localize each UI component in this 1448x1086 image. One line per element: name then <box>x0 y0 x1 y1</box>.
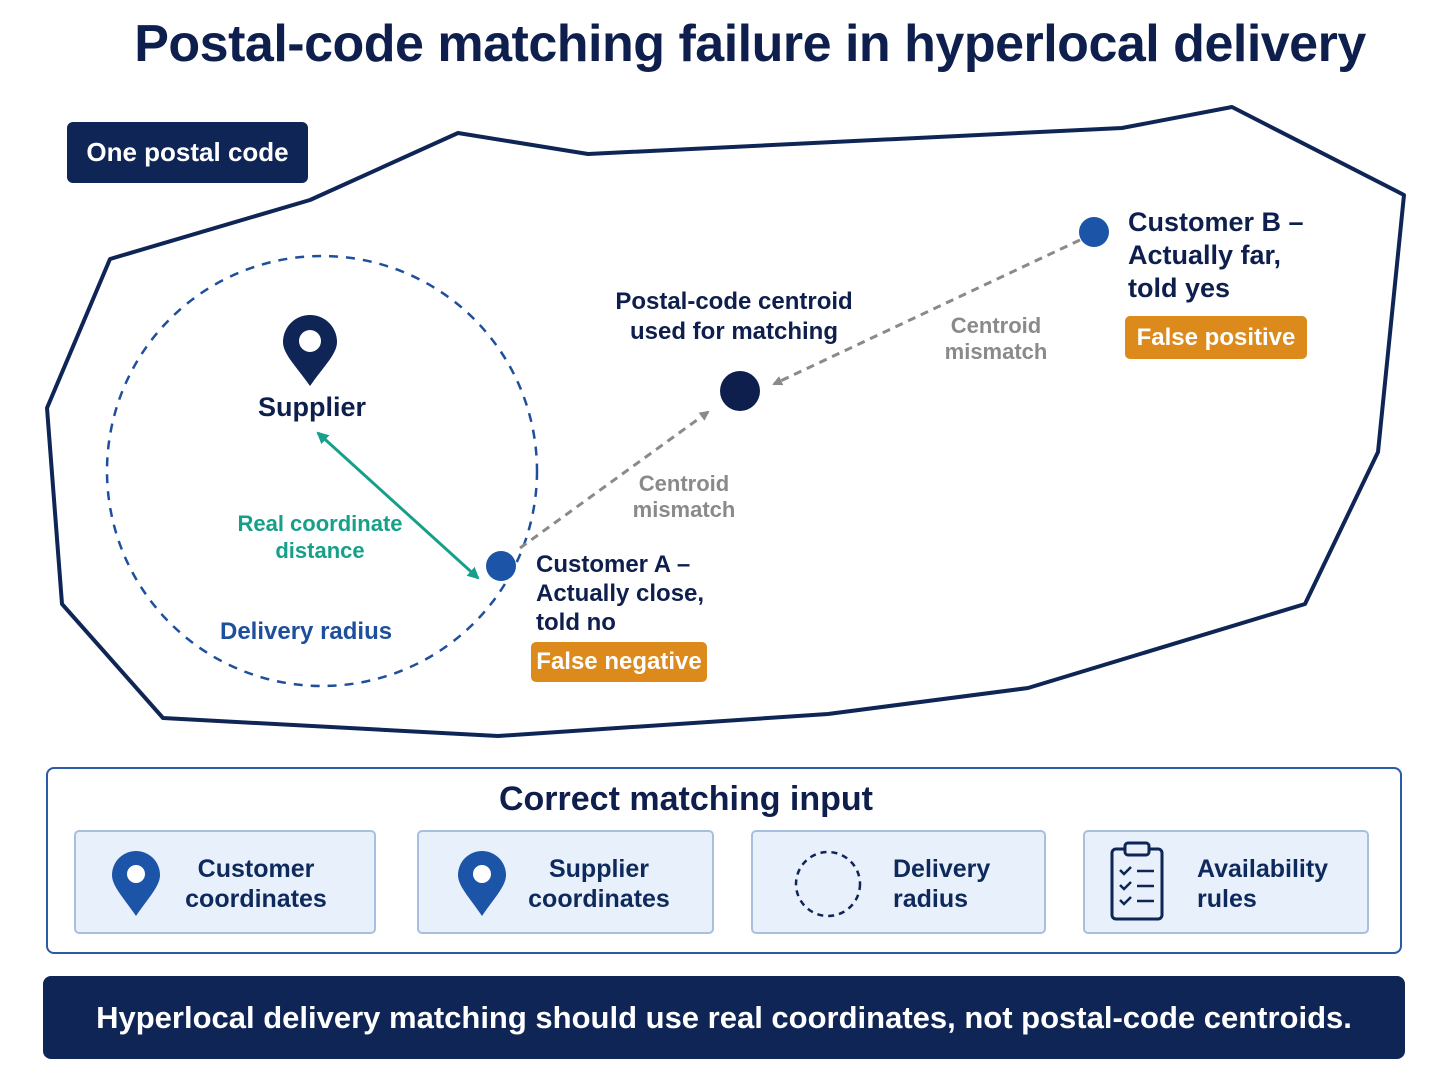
mismatch-label-b: Centroid mismatch <box>944 313 1048 364</box>
card-supplier-coordinates: Supplier coordinates <box>417 830 714 934</box>
card-delivery-radius: Delivery radius <box>751 830 1046 934</box>
false-negative-badge: False negative <box>531 642 707 682</box>
customer-a-point <box>486 551 516 581</box>
centroid-label: Postal-code centroid used for matching <box>615 288 853 345</box>
supplier-label: Supplier <box>258 392 367 422</box>
mismatch-label-a: Centroid mismatch <box>632 471 736 522</box>
mismatch-arrow-b <box>772 238 1081 386</box>
real-distance-arrow <box>316 431 480 580</box>
card-label-line: Supplier <box>548 855 649 883</box>
panel-title: Correct matching input <box>498 780 874 818</box>
page-title: Postal-code matching failure in hyperloc… <box>134 15 1366 73</box>
card-label-line: coordinates <box>528 885 670 913</box>
card-availability-rules: Availability rules <box>1083 830 1369 934</box>
delivery-radius-circle <box>105 254 539 688</box>
card-label-line: radius <box>893 885 969 913</box>
centroid-point <box>720 371 760 411</box>
delivery-radius-label: Delivery radius <box>220 618 393 645</box>
postal-code-badge: One postal code <box>67 122 308 183</box>
card-label-line: Customer <box>197 855 315 883</box>
card-label-line: coordinates <box>185 885 327 913</box>
footer-banner: Hyperlocal delivery matching should use … <box>43 976 1405 1059</box>
dashed-circle-icon <box>794 850 862 918</box>
postal-code-boundary <box>45 105 1406 738</box>
card-customer-coordinates: Customer coordinates <box>74 830 376 934</box>
customer-a-label: Customer A – Actually close, told no <box>536 551 705 636</box>
card-label-line: Availability <box>1197 855 1329 883</box>
customer-b-label: Customer B – Actually far, told yes <box>1128 207 1304 303</box>
card-label-line: Delivery <box>893 855 991 883</box>
card-label-line: rules <box>1197 885 1257 913</box>
false-positive-badge: False positive <box>1125 316 1307 359</box>
supplier-pin-icon <box>283 315 337 386</box>
pin-icon <box>112 851 160 916</box>
pin-icon <box>458 851 506 916</box>
real-distance-label: Real coordinate distance <box>237 511 403 563</box>
clipboard-checklist-icon <box>1110 841 1164 921</box>
mismatch-arrow-a <box>519 410 710 550</box>
customer-b-point <box>1079 217 1109 247</box>
